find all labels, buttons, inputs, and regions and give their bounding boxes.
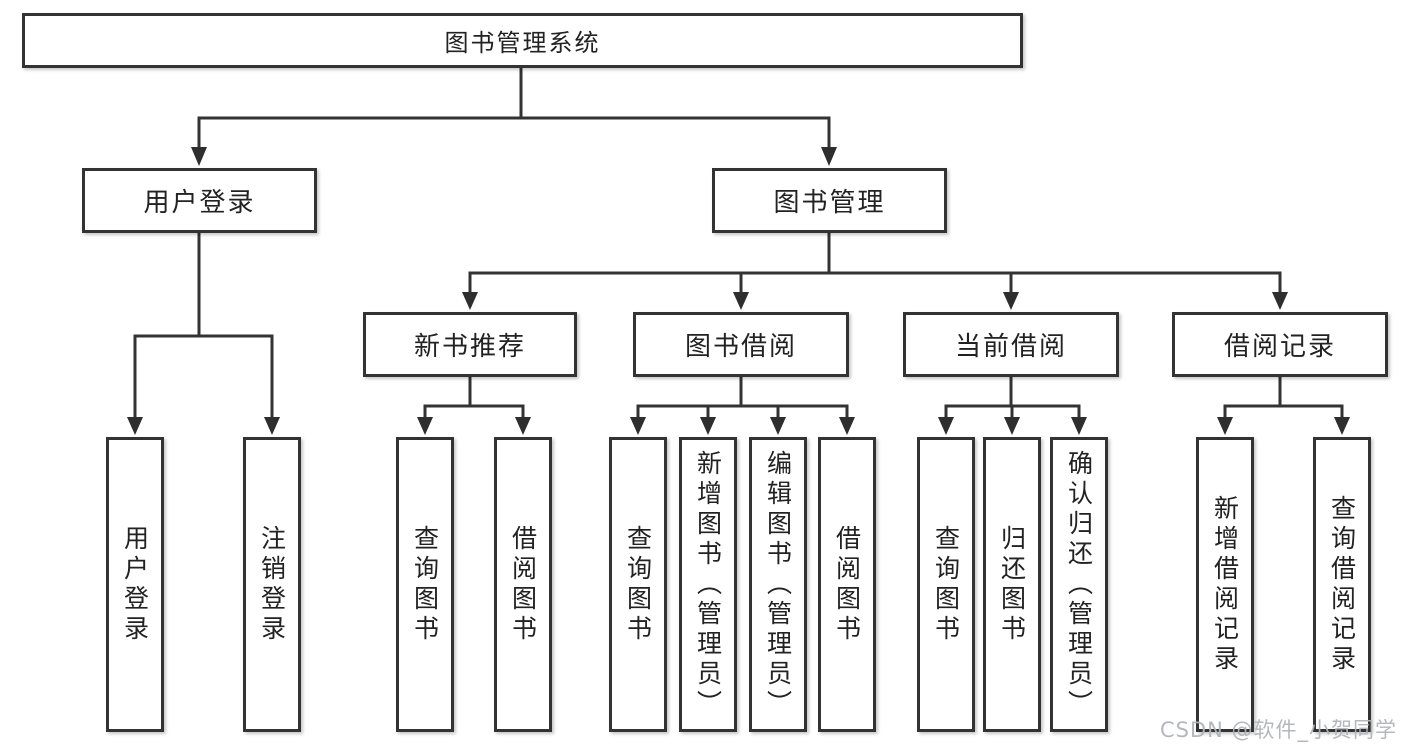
leaf-confirm-return-admin: 确认归还（管理员） — [1050, 437, 1108, 732]
leaf-borrow-books: 借阅图书 — [818, 437, 876, 732]
node-new-book-recommend: 新书推荐 — [363, 312, 577, 377]
node-borrowing-records: 借阅记录 — [1172, 312, 1388, 377]
leaf-query-books-borrowing: 查询图书 — [609, 437, 667, 732]
node-book-borrowing: 图书借阅 — [633, 312, 849, 377]
leaf-query-books-current: 查询图书 — [917, 437, 975, 732]
leaf-query-borrow-record: 查询借阅记录 — [1313, 437, 1371, 732]
leaf-borrow-books-recommend: 借阅图书 — [494, 437, 552, 732]
leaf-logout: 注销登录 — [243, 437, 301, 732]
leaf-query-books-recommend: 查询图书 — [396, 437, 454, 732]
leaf-edit-books-admin: 编辑图书（管理员） — [749, 437, 807, 732]
csdn-watermark: CSDN @软件_小贺同学 — [1160, 718, 1398, 742]
leaf-add-borrow-record: 新增借阅记录 — [1196, 437, 1254, 732]
node-user-login: 用户登录 — [82, 168, 317, 233]
leaf-user-login: 用户登录 — [106, 437, 164, 732]
leaf-return-books: 归还图书 — [983, 437, 1041, 732]
node-current-borrowing: 当前借阅 — [903, 312, 1119, 377]
node-root-library-management-system: 图书管理系统 — [22, 13, 1023, 68]
node-book-management: 图书管理 — [712, 168, 947, 233]
leaf-add-books-admin: 新增图书（管理员） — [679, 437, 737, 732]
